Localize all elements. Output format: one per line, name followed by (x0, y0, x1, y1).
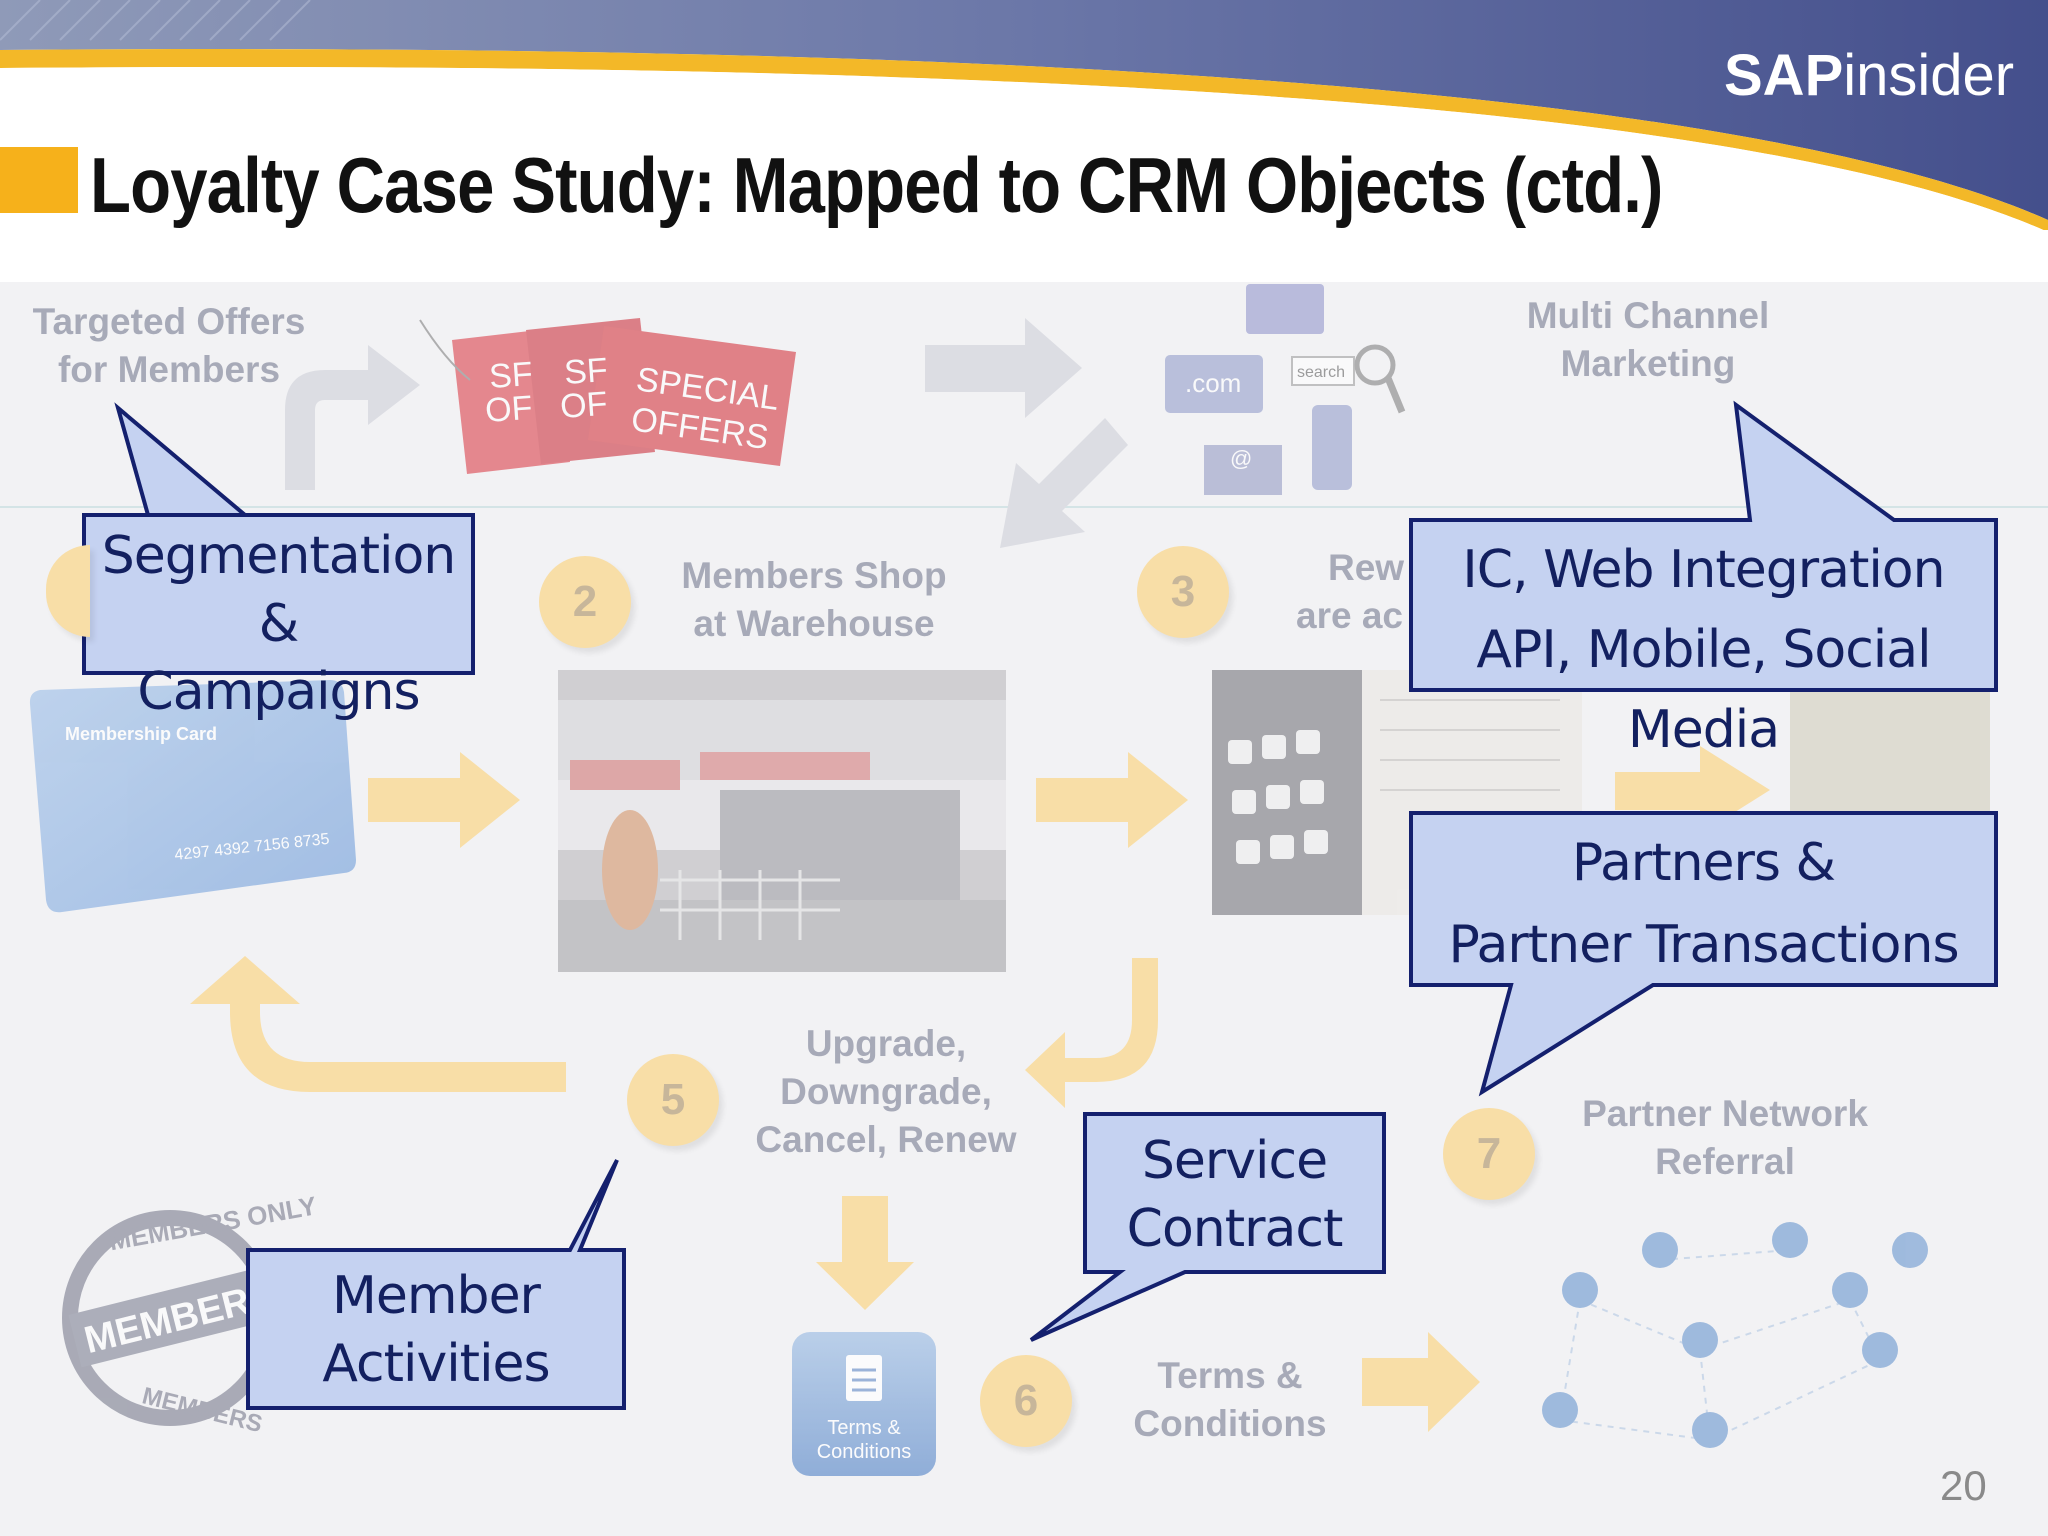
step-5-circle: 5 (627, 1054, 719, 1146)
ic-web-callout-shape (1409, 400, 1998, 692)
svg-text:SF: SF (563, 351, 609, 392)
multichannel-icons-image: .com search @ (1165, 284, 1406, 495)
svg-text:Terms &: Terms & (827, 1417, 901, 1439)
svg-text:MEMBERS ONLY: MEMBERS ONLY (107, 1190, 319, 1256)
svg-text:OF: OF (484, 389, 534, 430)
membership-card-image: Membership Card 4297 4392 7156 8735 (29, 680, 357, 913)
step-2-circle: 2 (539, 556, 631, 648)
service-contract-callout-shape (1029, 1112, 1386, 1342)
label-multi-channel-marketing: Multi Channel Marketing (1526, 295, 1770, 384)
orange-flow-arrows (190, 746, 1770, 1432)
step-7-label: Partner Network Referral (1582, 1093, 1868, 1182)
step-6-circle: 6 (980, 1355, 1072, 1447)
step-3-circle: 3 (1137, 546, 1229, 638)
partner-network-image (1542, 1222, 1928, 1448)
segmentation-callout-shape (82, 402, 475, 675)
service-contract-callout-text: Service Contract (1126, 1131, 1344, 1259)
svg-text:Membership Card: Membership Card (65, 724, 217, 744)
partners-callout-shape (1409, 811, 1998, 1097)
special-offers-tags-image: SF OF SF OF SPECIAL OFFERS (419, 318, 796, 474)
ic-web-callout-text: IC, Web Integration API, Mobile, Social … (1462, 540, 1945, 760)
page-number: 20 (1940, 1462, 1987, 1509)
sapinsider-logo: SAPinsider (1724, 43, 2015, 108)
step-7-circle: 7 (1443, 1108, 1535, 1200)
svg-text:.com: .com (1185, 368, 1241, 398)
partners-callout-text: Partners & Partner Transactions (1448, 833, 1959, 975)
slide-title: Loyalty Case Study: Mapped to CRM Object… (90, 141, 1663, 229)
step-5-label: Upgrade, Downgrade, Cancel, Renew (755, 1023, 1017, 1160)
money-image (1790, 690, 1990, 820)
segmentation-callout-text: Segmentation & Campaigns (101, 526, 456, 722)
label-targeted-offers: Targeted Offers for Members (32, 301, 306, 390)
svg-text:OF: OF (559, 385, 609, 426)
svg-text:@: @ (1230, 446, 1252, 471)
gray-flow-arrows (285, 318, 1128, 548)
callout-shapes (82, 400, 1998, 1410)
step-3-label: Rew are ac (1296, 547, 1405, 636)
svg-text:Conditions: Conditions (817, 1441, 912, 1463)
svg-text:search: search (1297, 364, 1345, 381)
header-banner (0, 0, 2048, 230)
calculator-photo (1212, 670, 1582, 915)
terms-document-icon: Terms & Conditions (792, 1332, 936, 1476)
member-activities-callout-text: Member Activities (322, 1266, 550, 1394)
step-6-label: Terms & Conditions (1133, 1355, 1327, 1444)
title-accent-bar (0, 147, 78, 213)
step-2-label: Members Shop at Warehouse (681, 555, 947, 644)
warehouse-photo (558, 670, 1006, 972)
svg-text:SF: SF (488, 355, 534, 396)
member-activities-callout-shape (246, 1159, 626, 1410)
